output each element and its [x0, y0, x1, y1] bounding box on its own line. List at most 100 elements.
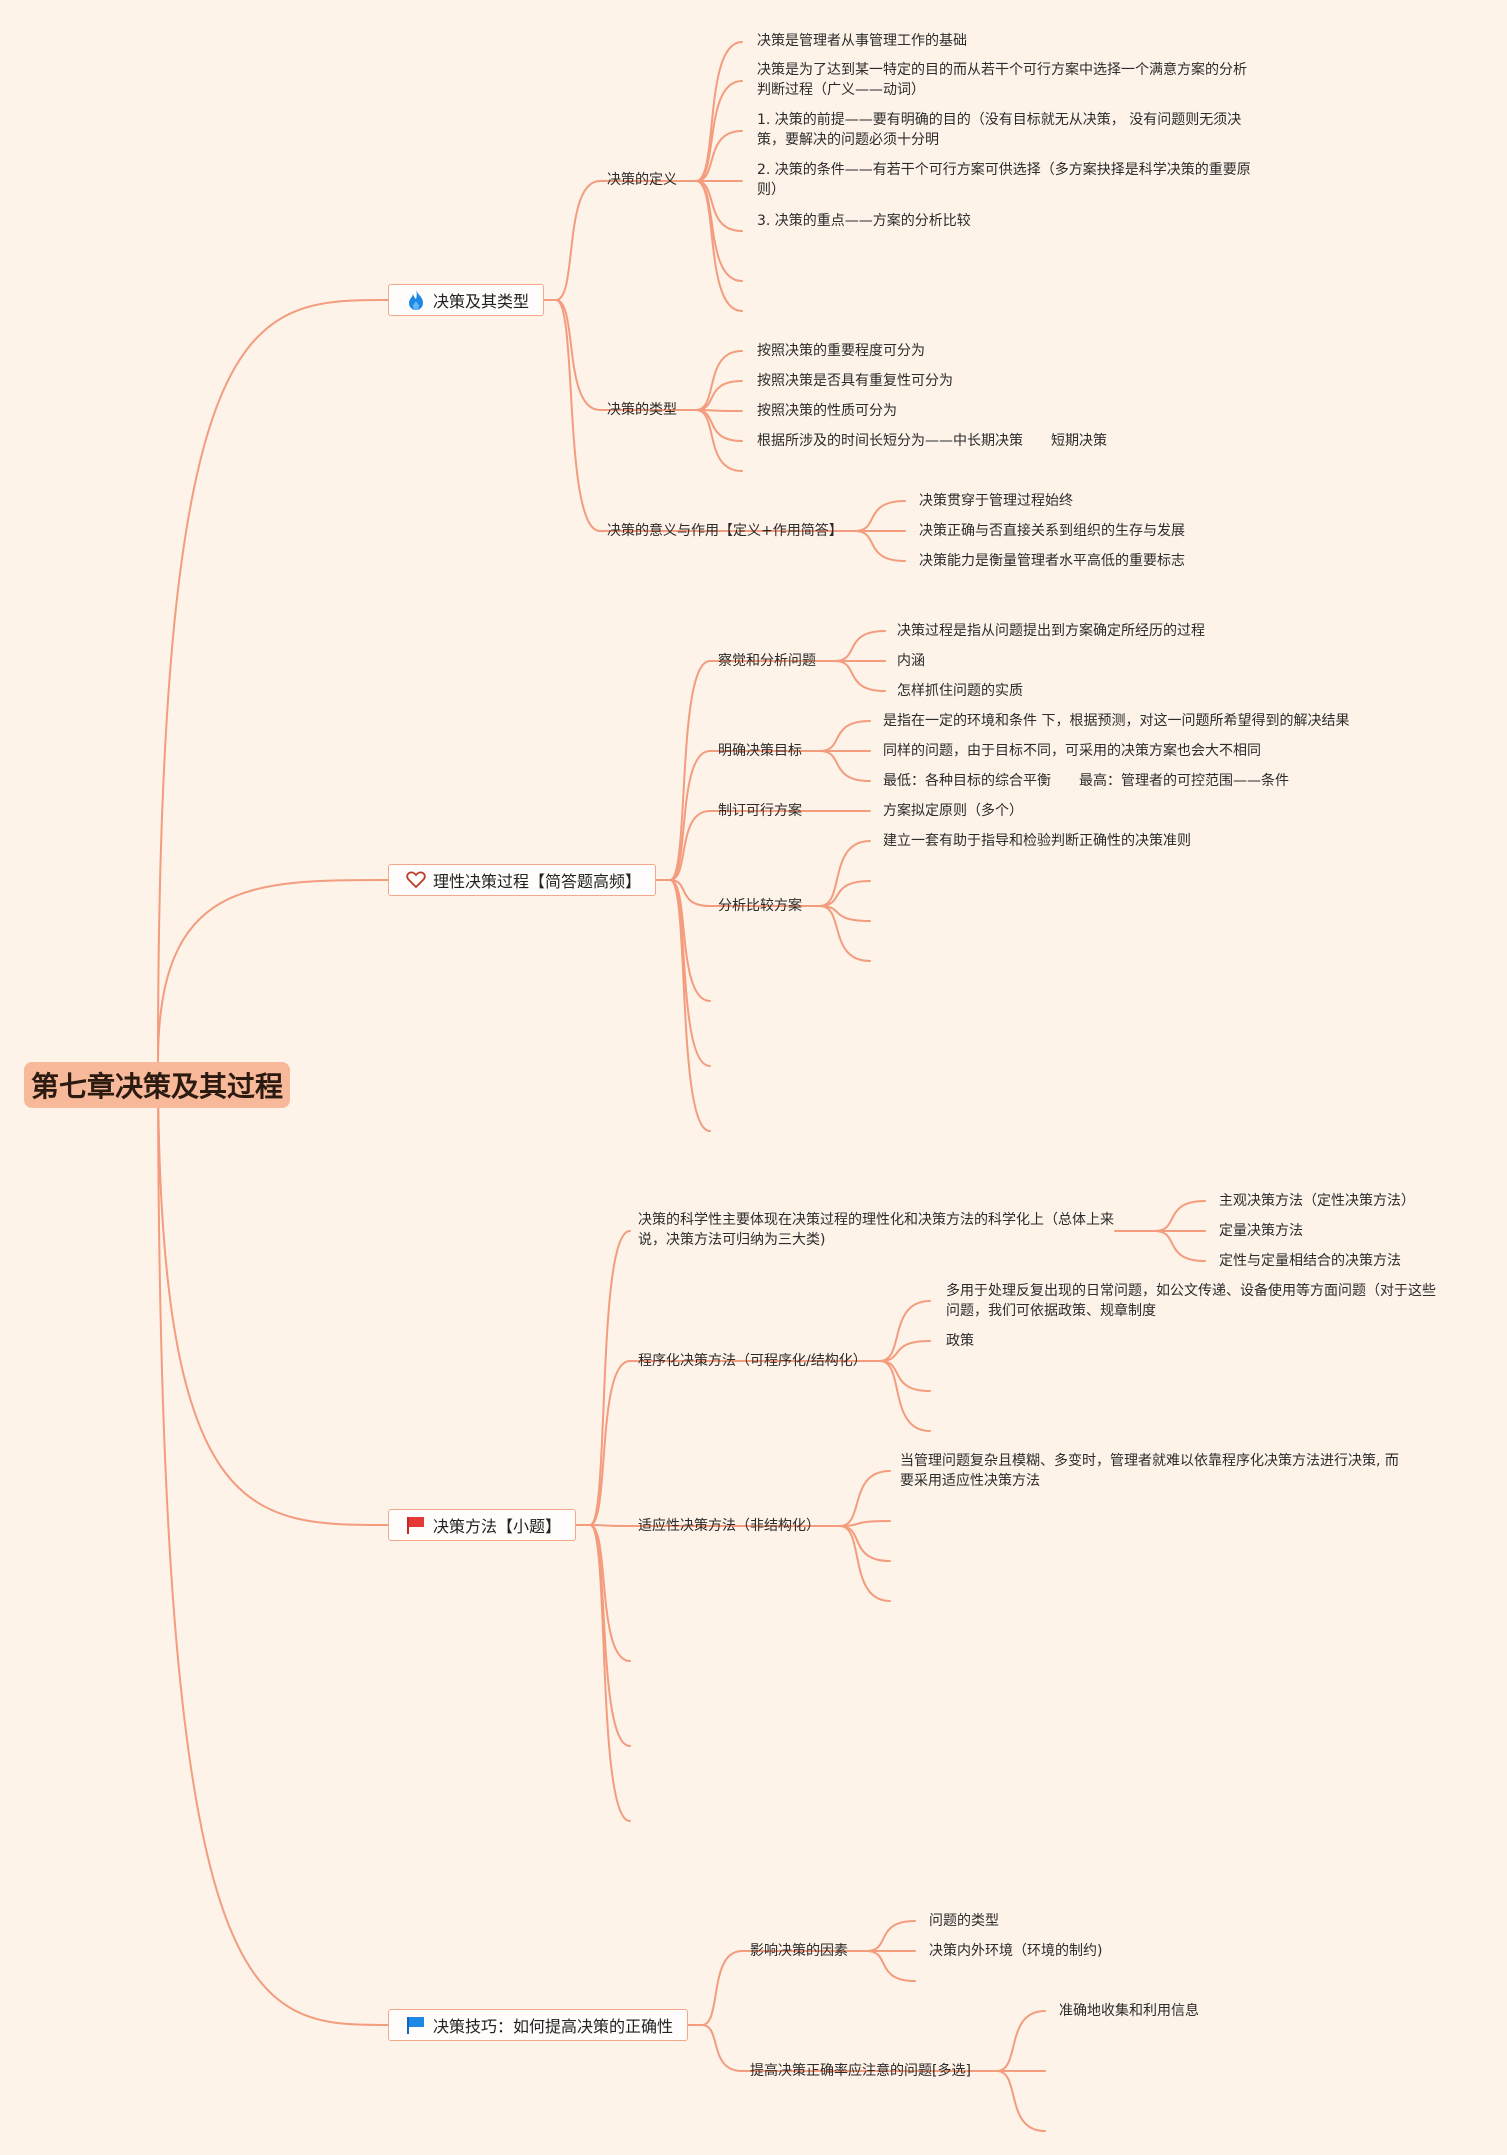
connector-line [819, 905, 871, 922]
connector-line [157, 299, 389, 1063]
connector-line [669, 879, 711, 1132]
leaf-item[interactable]: 定量决策方法 [1219, 1223, 1303, 1239]
connector-line [695, 41, 743, 182]
connector-line [589, 1360, 631, 1526]
leaf-item[interactable]: 多用于处理反复出现的日常问题，如公文传递、设备使用等方面问题（对于这些问题，我们… [946, 1283, 1436, 1319]
leaf-item[interactable]: 按照决策的重要程度可分为 [757, 343, 925, 359]
connector-line [996, 2070, 1046, 2132]
red-flag-icon [405, 1514, 427, 1536]
subtopic-scientific-methods[interactable]: 决策的科学性主要体现在决策过程的理性化和决策方法的科学化上（总体上来说，决策方法… [638, 1212, 1114, 1248]
branch-label: 决策及其类型 [433, 292, 530, 311]
connector-line [669, 660, 711, 881]
root-topic[interactable]: 第七章决策及其过程 [24, 1062, 290, 1108]
connector-line [819, 880, 871, 907]
subtopic-decision-types[interactable]: 决策的类型 [607, 402, 677, 418]
connector-line [157, 1061, 389, 2026]
leaf-item[interactable]: 决策正确与否直接关系到组织的生存与发展 [919, 523, 1185, 539]
leaf-item[interactable]: 同样的问题，由于目标不同，可采用的决策方案也会大不相同 [883, 743, 1261, 759]
connector-line [555, 299, 601, 411]
branch-label: 理性决策过程【简答题高频】 [433, 872, 642, 891]
subtopic-influencing-factors[interactable]: 影响决策的因素 [750, 1943, 848, 1959]
connector-line [834, 630, 886, 662]
leaf-item[interactable]: 按照决策的性质可分为 [757, 403, 897, 419]
connector-line [157, 1061, 389, 1526]
branch-decision-skills[interactable]: 决策技巧：如何提高决策的正确性 [388, 2009, 689, 2041]
branch-label: 决策技巧：如何提高决策的正确性 [433, 2017, 674, 2036]
leaf-item[interactable]: 最低：各种目标的综合平衡 最高：管理者的可控范围——条件 [883, 773, 1289, 789]
leaf-item[interactable]: 按照决策是否具有重复性可分为 [757, 373, 953, 389]
heart-outline-icon [405, 869, 427, 891]
leaf-item[interactable]: 1. 决策的前提——要有明确的目的（没有目标就无从决策， 没有问题则无须决策，要… [757, 112, 1242, 148]
connector-line [695, 130, 743, 182]
connector-line [834, 660, 886, 692]
leaf-item[interactable]: 主观决策方法（定性决策方法） [1219, 1193, 1415, 1209]
connector-line [695, 180, 743, 312]
connector-line [695, 350, 743, 411]
connector-line [701, 1950, 743, 2026]
connector-line [819, 840, 871, 907]
connector-line [589, 1524, 631, 1662]
connector-line [1154, 1230, 1206, 1262]
subtopic-programmed-methods[interactable]: 程序化决策方法（可程序化/结构化） [638, 1353, 867, 1369]
connector-line [555, 299, 601, 532]
connector-line [879, 1300, 931, 1362]
subtopic-clarify-objective[interactable]: 明确决策目标 [718, 743, 802, 759]
connector-line [866, 1920, 916, 1952]
connector-line [695, 380, 743, 411]
leaf-item[interactable]: 当管理问题复杂且模糊、多变时，管理者就难以依靠程序化决策方法进行决策, 而要采用… [900, 1453, 1399, 1489]
leaf-item[interactable]: 准确地收集和利用信息 [1059, 2003, 1199, 2019]
leaf-item[interactable]: 决策贯穿于管理过程始终 [919, 493, 1073, 509]
connector-line [839, 1470, 891, 1527]
connector-line [695, 409, 743, 442]
connector-line [701, 2024, 743, 2072]
connector-line [669, 879, 711, 907]
connector-line [996, 2010, 1046, 2072]
connector-line [819, 720, 871, 752]
leaf-item[interactable]: 方案拟定原则（多个） [883, 803, 1023, 819]
connector-line [819, 750, 871, 782]
leaf-item[interactable]: 决策能力是衡量管理者水平高低的重要标志 [919, 553, 1185, 569]
subtopic-perceive-problem[interactable]: 察觉和分析问题 [718, 653, 816, 669]
flame-icon [405, 289, 427, 311]
leaf-item[interactable]: 问题的类型 [929, 1913, 999, 1929]
connector-line [589, 1230, 631, 1526]
connector-line [669, 879, 711, 1002]
leaf-item[interactable]: 定性与定量相结合的决策方法 [1219, 1253, 1401, 1269]
connector-line [669, 750, 711, 881]
leaf-item[interactable]: 决策过程是指从问题提出到方案确定所经历的过程 [897, 623, 1205, 639]
connector-line [879, 1360, 931, 1392]
leaf-item[interactable]: 政策 [946, 1333, 974, 1349]
connector-line [589, 1524, 631, 1822]
leaf-item[interactable]: 是指在一定的环境和条件 下，根据预测，对这一问题所希望得到的解决结果 [883, 713, 1350, 729]
leaf-item[interactable]: 决策是为了达到某一特定的目的而从若干个可行方案中选择一个满意方案的分析判断过程（… [757, 62, 1247, 98]
leaf-item[interactable]: 决策内外环境（环境的制约) [929, 1943, 1103, 1959]
connector-line [555, 180, 601, 301]
subtopic-decision-significance[interactable]: 决策的意义与作用【定义+作用简答】 [607, 523, 843, 539]
connector-line [839, 1525, 891, 1562]
subtopic-adaptive-methods[interactable]: 适应性决策方法（非结构化） [638, 1518, 820, 1534]
subtopic-compare-plans[interactable]: 分析比较方案 [718, 898, 802, 914]
leaf-item[interactable]: 建立一套有助于指导和检验判断正确性的决策准则 [883, 833, 1191, 849]
leaf-item[interactable]: 内涵 [897, 653, 925, 669]
connector-line [669, 810, 711, 881]
leaf-item[interactable]: 3. 决策的重点——方案的分析比较 [757, 213, 971, 229]
leaf-item[interactable]: 决策是管理者从事管理工作的基础 [757, 33, 967, 49]
branch-rational-process[interactable]: 理性决策过程【简答题高频】 [388, 864, 657, 896]
subtopic-draft-plans[interactable]: 制订可行方案 [718, 803, 802, 819]
branch-decision-types[interactable]: 决策及其类型 [388, 284, 545, 316]
connector-line [839, 1525, 891, 1602]
leaf-item[interactable]: 2. 决策的条件——有若干个可行方案可供选择（多方案抉择是科学决策的重要原则） [757, 162, 1251, 198]
connector-line [157, 879, 389, 1063]
connector-line [695, 409, 743, 472]
leaf-item[interactable]: 怎样抓住问题的实质 [897, 683, 1023, 699]
leaf-item[interactable]: 根据所涉及的时间长短分为——中长期决策 短期决策 [757, 433, 1107, 449]
connector-line [819, 905, 871, 962]
connector-line [866, 1950, 916, 1982]
connector-line [879, 1360, 931, 1432]
branch-label: 决策方法【小题】 [433, 1517, 562, 1536]
branch-decision-methods[interactable]: 决策方法【小题】 [388, 1509, 577, 1541]
connector-line [839, 1520, 891, 1527]
subtopic-improve-accuracy[interactable]: 提高决策正确率应注意的问题[多选] [750, 2063, 971, 2079]
subtopic-decision-definition[interactable]: 决策的定义 [607, 172, 677, 188]
